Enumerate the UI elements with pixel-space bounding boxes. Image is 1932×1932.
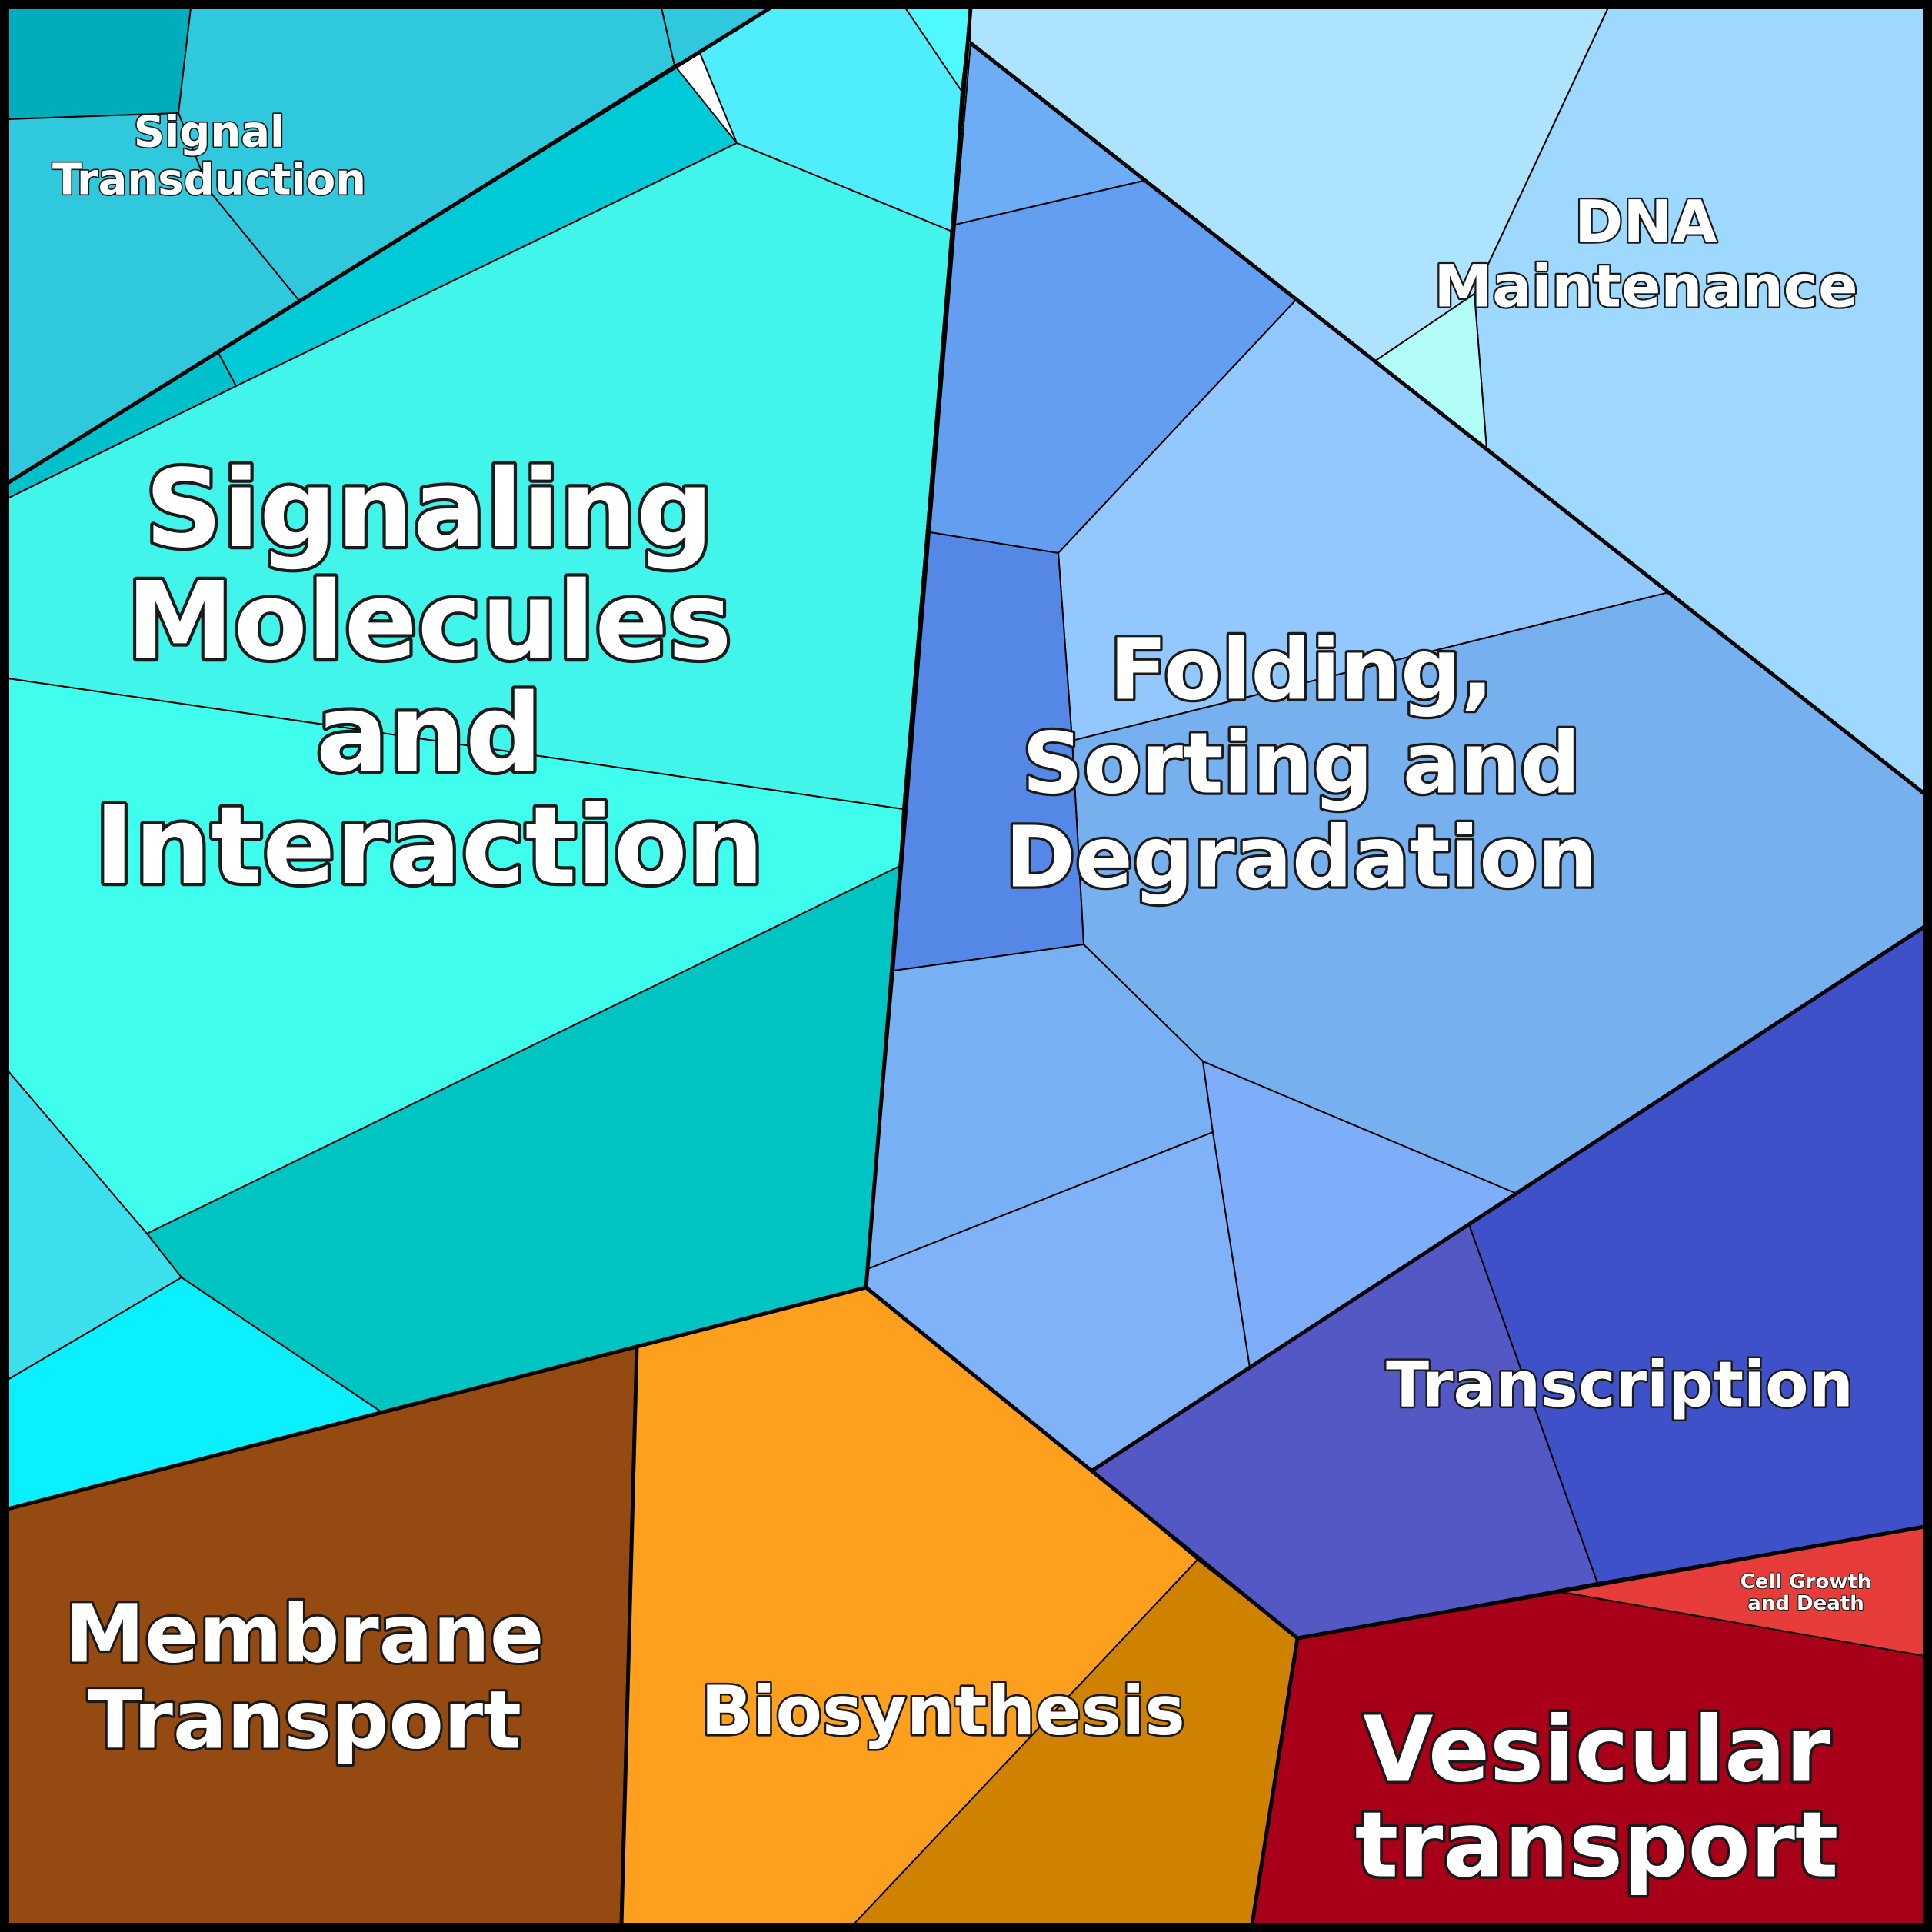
label-line: Vesicular (1363, 1696, 1830, 1802)
border-st-sm (6, 5, 772, 485)
group-borders (6, 5, 1926, 1925)
border-dna-folding (969, 42, 1926, 795)
label-line: and Death (1747, 1592, 1864, 1615)
border-folding-bottom (864, 1286, 1299, 1640)
label-line: Biosynthesis (701, 1671, 1184, 1750)
label-biosynthesis: Biosynthesis (701, 1671, 1184, 1750)
label-line: Transcription (1386, 1349, 1854, 1422)
label-line: Signal (134, 108, 285, 158)
border-transcription-bottom (1297, 1524, 1925, 1641)
label-line: Degradation (1005, 808, 1597, 907)
treemap-cell-st-a (7, 7, 192, 121)
label-line: Molecules (126, 559, 731, 685)
label-line: Interaction (95, 784, 764, 909)
label-line: and (316, 671, 542, 797)
border-bio-vesicular (1250, 1637, 1300, 1925)
label-line: Folding, (1109, 621, 1493, 719)
label-line: Cell Growth (1740, 1571, 1872, 1594)
label-transcription: Transcription (1386, 1349, 1854, 1422)
label-line: Membrane (65, 1587, 545, 1681)
border-transcription-top (1091, 924, 1926, 1473)
border-sm-bottom (7, 1285, 867, 1511)
label-line: Signaling (145, 447, 713, 572)
label-line: Transduction (52, 155, 366, 205)
border-membrane-bio (619, 1347, 639, 1925)
label-line: Transport (88, 1673, 521, 1767)
label-line: Maintenance (1434, 252, 1857, 321)
treemap-cells (7, 7, 1925, 1925)
label-line: transport (1355, 1791, 1839, 1897)
label-line: Sorting and (1022, 715, 1581, 813)
label-line: DNA (1574, 188, 1717, 256)
border-sm-right (864, 7, 973, 1288)
